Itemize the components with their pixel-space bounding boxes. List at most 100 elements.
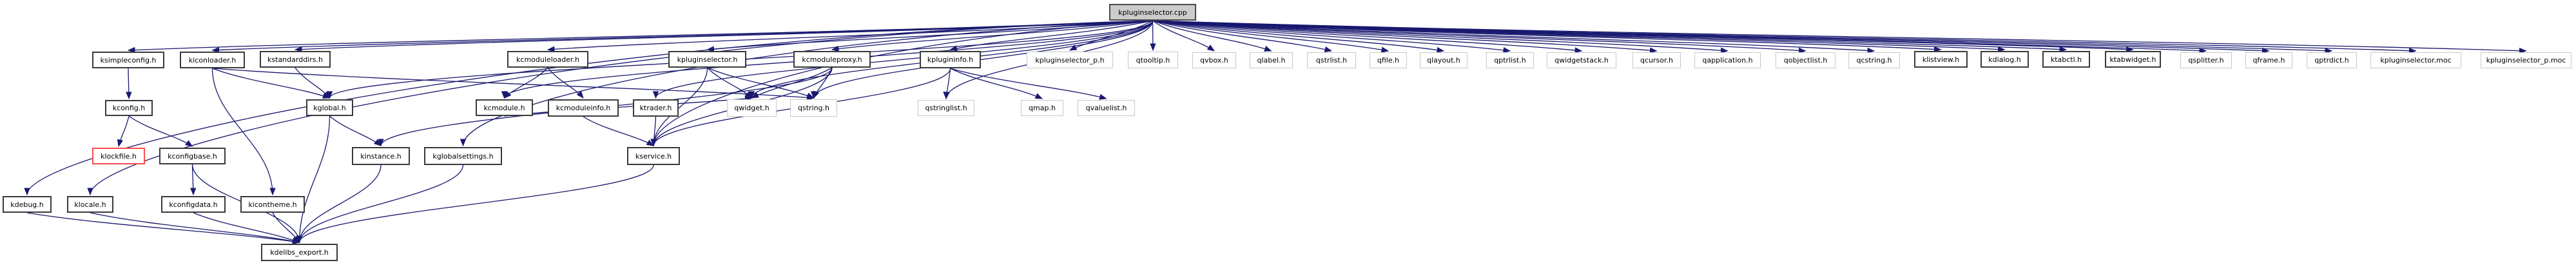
- node-label: kinstance.h: [360, 152, 402, 161]
- node-ktabctl-h[interactable]: ktabctl.h: [2042, 51, 2090, 68]
- node-qwidget-h: qwidget.h: [727, 99, 777, 117]
- node-label: kstandarddirs.h: [267, 55, 323, 64]
- edge-kinstance_h-to-kdelibs_export_h: [296, 164, 382, 244]
- edge-kcmoduleinfo_h-to-kservice_h: [583, 116, 655, 146]
- edge-kglobal_h-to-kinstance_h: [329, 115, 382, 146]
- edge-kdebug_h-to-kdelibs_export_h: [26, 212, 300, 245]
- node-qmap-h: qmap.h: [1021, 100, 1063, 116]
- node-label: kglobal.h: [313, 103, 346, 112]
- node-ktabwidget-h[interactable]: ktabwidget.h: [2105, 51, 2161, 68]
- node-ktrader-h[interactable]: ktrader.h: [633, 99, 679, 117]
- edge-kpluginselector_cpp-to-qlayout_h: [1152, 20, 1445, 54]
- node-kpluginselector-h[interactable]: kpluginselector.h: [668, 51, 746, 68]
- node-kplugininfo-h[interactable]: kplugininfo.h: [920, 51, 981, 68]
- edge-kpluginselector_cpp-to-kpluginselector_p_moc: [1152, 20, 2527, 54]
- node-kpluginselector-moc: kpluginselector.moc: [2370, 52, 2461, 68]
- node-kstandarddirs-h[interactable]: kstandarddirs.h: [260, 51, 331, 68]
- edge-kstandarddirs_h-to-kglobal_h: [295, 67, 331, 99]
- node-label: qfile.h: [1377, 56, 1400, 64]
- edge-kpluginselector_cpp-to-qstrlist_h: [1152, 20, 1333, 53]
- node-kdialog-h[interactable]: kdialog.h: [1980, 51, 2029, 68]
- edge-kpluginselector_cpp-to-kcmoduleproxy_h: [831, 20, 1153, 52]
- node-label: qframe.h: [2252, 56, 2285, 64]
- edge-kiconloader_h-to-kicontheme_h: [211, 68, 276, 196]
- edge-kpluginselector_cpp-to-kcmoduleloader_h: [547, 20, 1153, 52]
- node-ksimpleconfig-h[interactable]: ksimpleconfig.h: [92, 52, 164, 68]
- edge-kpluginselector_cpp-to-kplugininfo_h: [949, 20, 1153, 52]
- edge-kpluginselector_cpp-to-qcstring_h: [1152, 20, 1875, 54]
- node-label: kpluginselector.moc: [2380, 56, 2452, 64]
- node-label: qwidget.h: [734, 104, 770, 112]
- node-klistview-h[interactable]: klistview.h: [1914, 51, 1968, 68]
- node-label: qapplication.h: [1702, 56, 1753, 64]
- node-label: klistview.h: [1922, 55, 1960, 64]
- edge-kglobal_h-to-kdelibs_export_h: [296, 115, 331, 244]
- node-klockfile-h[interactable]: klockfile.h: [92, 148, 145, 164]
- node-kcmodule-h[interactable]: kcmodule.h: [476, 99, 533, 116]
- node-kconfig-h[interactable]: kconfig.h: [105, 100, 153, 116]
- node-kconfigbase-h[interactable]: kconfigbase.h: [159, 148, 226, 164]
- node-label: qstringlist.h: [925, 104, 967, 112]
- edge-kpluginselector_cpp-to-qwidgetstack_h: [1152, 20, 1583, 54]
- node-label: qptrdict.h: [2314, 56, 2349, 64]
- node-kinstance-h[interactable]: kinstance.h: [352, 147, 410, 165]
- node-qapplication-h: qapplication.h: [1694, 52, 1761, 68]
- edge-kservice_h-to-kdelibs_export_h: [296, 164, 654, 244]
- edge-kcmoduleloader_h-to-kcmodule_h: [503, 67, 548, 99]
- node-label: qlayout.h: [1427, 56, 1460, 64]
- node-label: kpluginselector_p.moc: [2486, 56, 2566, 64]
- node-label: qstring.h: [797, 104, 830, 112]
- node-qwidgetstack-h: qwidgetstack.h: [1547, 52, 1616, 68]
- edge-kpluginselector_cpp-to-qtooltip_h: [1150, 20, 1156, 52]
- edge-kpluginselector_cpp-to-qobjectlist_h: [1152, 20, 1806, 54]
- node-kcmoduleinfo-h[interactable]: kcmoduleinfo.h: [548, 99, 619, 117]
- edge-kiconloader_h-to-kglobal_h: [212, 68, 331, 99]
- edge-kglobalsettings_h-to-kdelibs_export_h: [296, 164, 464, 244]
- node-kiconloader-h[interactable]: kiconloader.h: [180, 52, 245, 68]
- node-qframe-h: qframe.h: [2245, 52, 2292, 68]
- edge-kpluginselector_cpp-to-qvbox_h: [1152, 20, 1215, 52]
- node-qlabel-h: qlabel.h: [1250, 52, 1293, 68]
- edge-kpluginselector_cpp-to-qptrlist_h: [1152, 20, 1511, 54]
- node-kcmoduleproxy-h[interactable]: kcmoduleproxy.h: [793, 51, 871, 68]
- node-label: kcmoduleinfo.h: [556, 104, 611, 112]
- node-label: klockfile.h: [101, 152, 137, 161]
- edge-kplugininfo_h-to-qmap_h: [950, 68, 1043, 99]
- node-kglobal-h[interactable]: kglobal.h: [306, 99, 353, 116]
- node-kglobalsettings-h[interactable]: kglobalsettings.h: [424, 147, 502, 165]
- node-label: ksimpleconfig.h: [100, 55, 157, 64]
- node-kconfigdata-h[interactable]: kconfigdata.h: [161, 196, 226, 213]
- edge-kplugininfo_h-to-qvaluelist_h: [950, 68, 1107, 100]
- edge-kpluginselector_cpp-to-qcursor_h: [1152, 20, 1658, 54]
- node-label: qptrlist.h: [1494, 56, 1526, 64]
- node-kdelibs-export-h[interactable]: kdelibs_export.h: [261, 244, 338, 261]
- edge-kpluginselector_h-to-qstring_h: [707, 67, 815, 99]
- edge-ksimpleconfig_h-to-kconfig_h: [126, 68, 132, 100]
- node-label: kicontheme.h: [248, 200, 297, 209]
- node-kicontheme-h[interactable]: kicontheme.h: [240, 196, 305, 213]
- node-label: qstrlist.h: [1315, 56, 1348, 64]
- edge-kpluginselector_cpp-to-kdebug_h: [24, 20, 1153, 196]
- edge-kpluginselector_cpp-to-qapplication_h: [1152, 20, 1729, 54]
- node-label: kconfig.h: [112, 104, 146, 112]
- node-label: kcmoduleloader.h: [516, 55, 579, 64]
- node-qstrlist-h: qstrlist.h: [1307, 52, 1356, 68]
- node-label: kiconloader.h: [188, 55, 237, 64]
- node-kservice-h[interactable]: kservice.h: [627, 147, 680, 165]
- node-qsplitter-h: qsplitter.h: [2180, 52, 2232, 68]
- node-kdebug-h[interactable]: kdebug.h: [3, 196, 52, 213]
- edge-kplugininfo_h-to-qstringlist_h: [944, 68, 951, 100]
- node-qfile-h: qfile.h: [1370, 52, 1407, 68]
- node-label: kcmodule.h: [483, 103, 525, 112]
- edge-kconfigdata_h-to-kdelibs_export_h: [193, 212, 300, 243]
- node-label: qwidgetstack.h: [1554, 56, 1609, 64]
- node-klocale-h[interactable]: klocale.h: [67, 196, 113, 213]
- node-label: kpluginselector_p.h: [1035, 55, 1105, 64]
- node-label: kpluginselector.h: [677, 55, 738, 64]
- node-label: qlabel.h: [1257, 56, 1286, 64]
- node-qcursor-h: qcursor.h: [1632, 52, 1681, 68]
- node-kcmoduleloader-h[interactable]: kcmoduleloader.h: [507, 51, 588, 68]
- node-qptrdict-h: qptrdict.h: [2307, 52, 2357, 68]
- edge-kpluginselector_cpp-to-ktrader_h: [652, 20, 1154, 99]
- node-label: qmap.h: [1029, 104, 1056, 112]
